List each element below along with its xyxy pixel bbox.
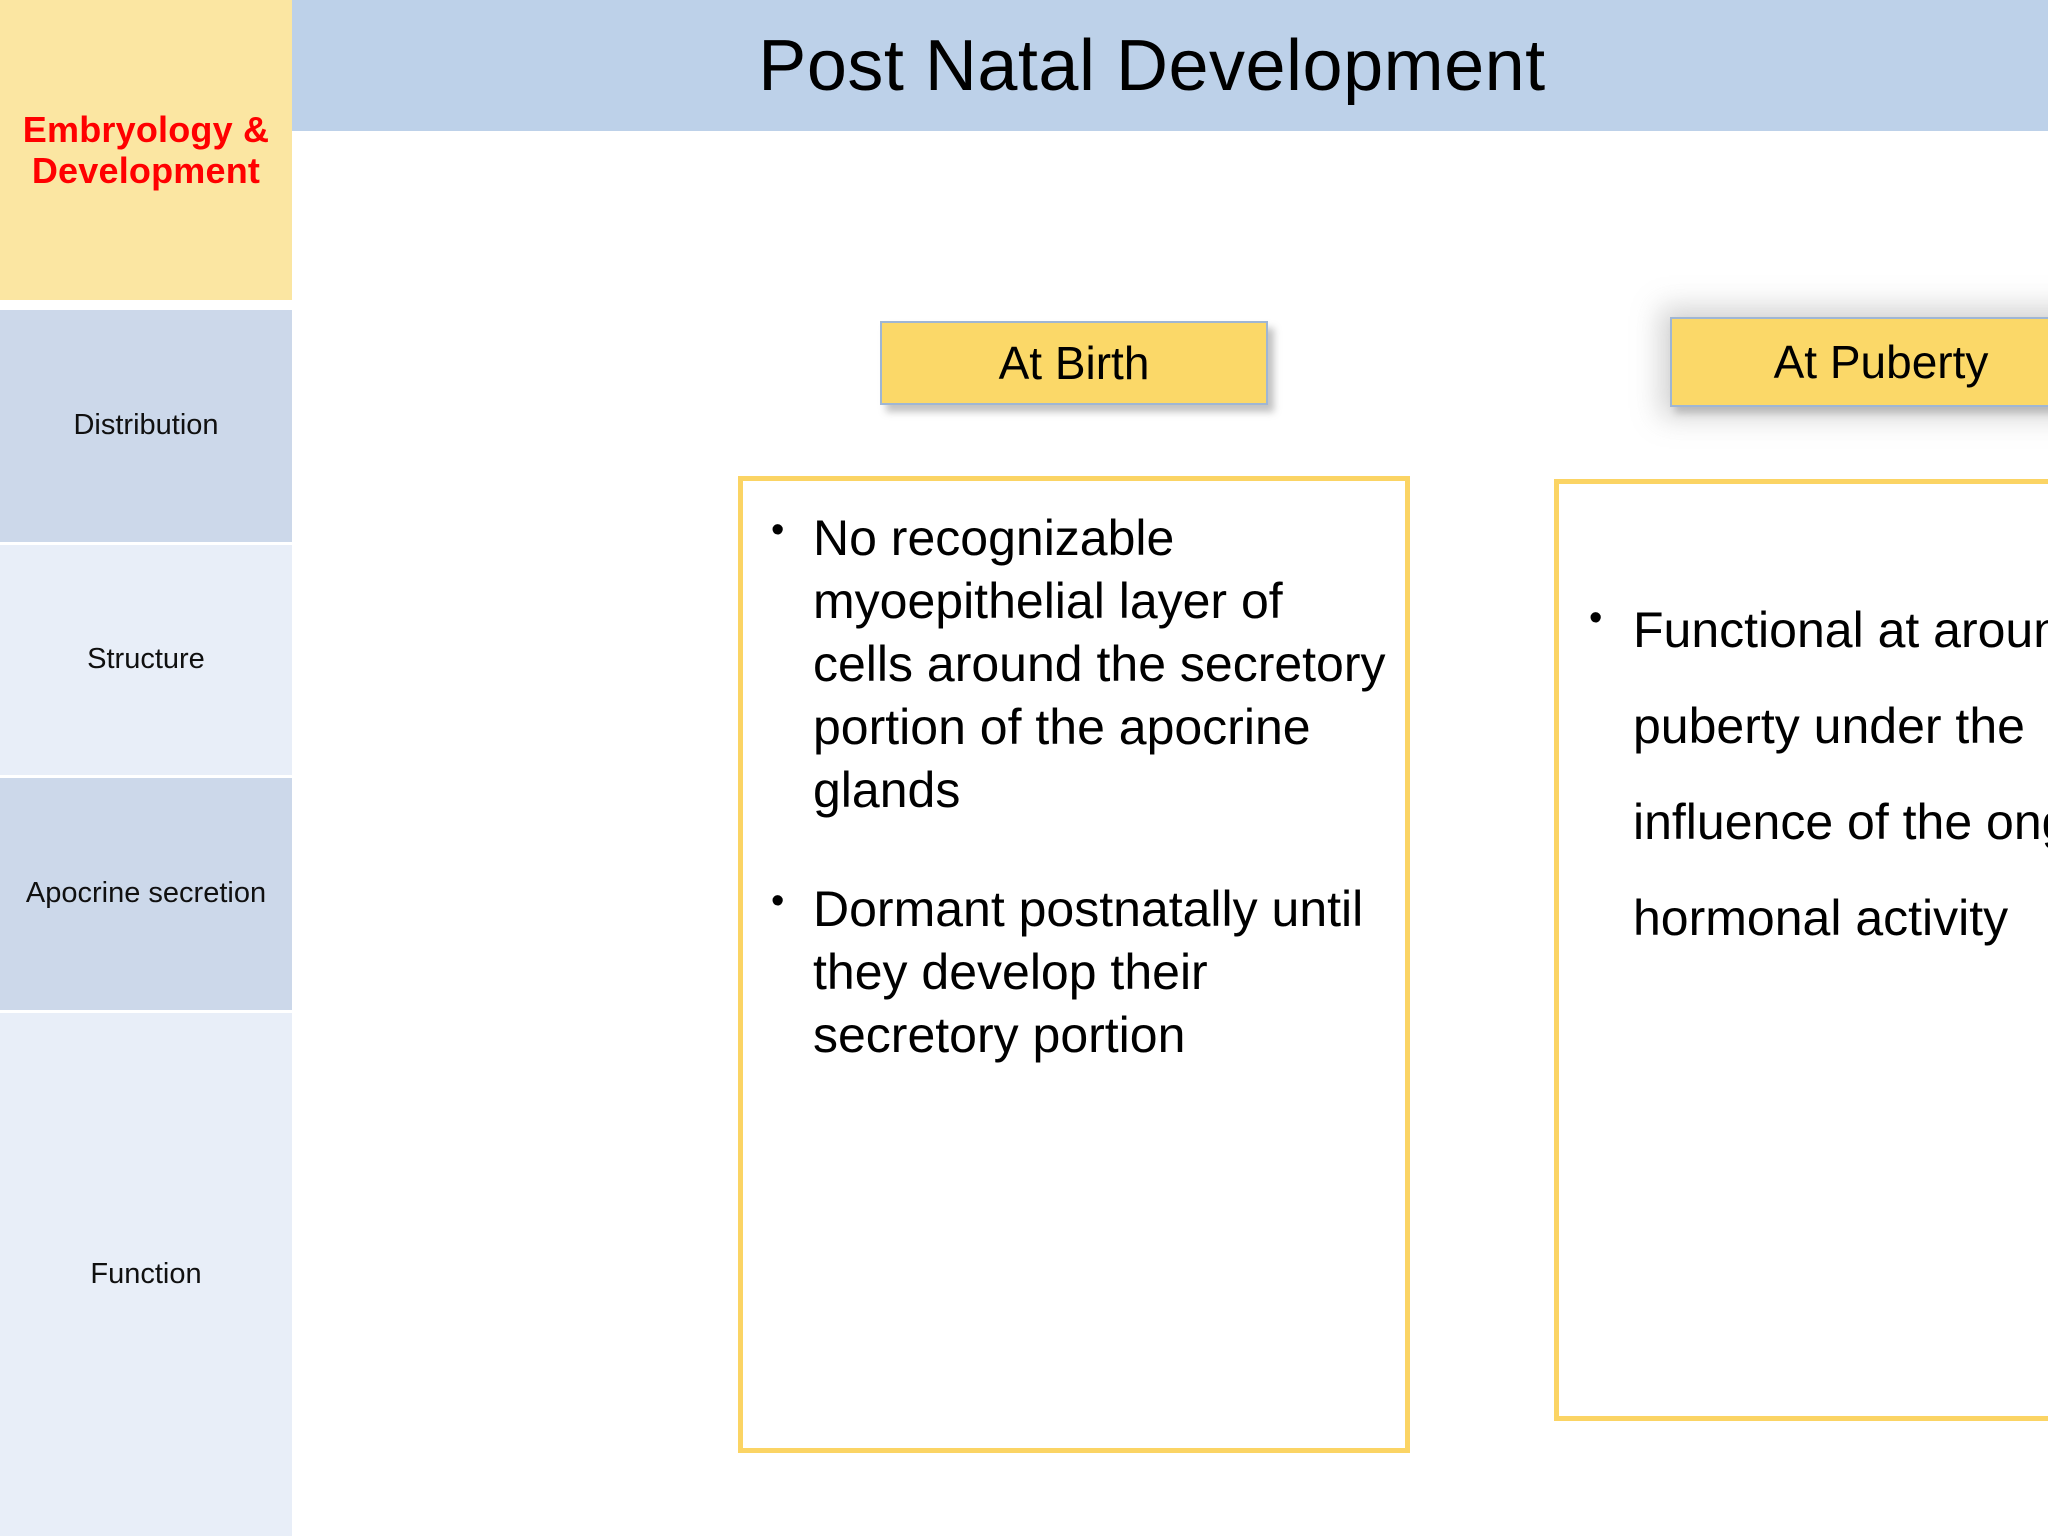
list-item: Dormant postnatally until they develop t… — [753, 878, 1393, 1067]
sidebar-item-structure[interactable]: Structure — [0, 545, 292, 775]
content-box-at-birth: No recognizable myoepithelial layer of c… — [738, 476, 1410, 1453]
section-header-label: At Birth — [998, 337, 1150, 389]
list-item: No recognizable myoepithelial layer of c… — [753, 507, 1393, 822]
content-box-at-puberty: Functional at around puberty under the i… — [1554, 479, 2048, 1421]
sidebar-item-label: Distribution — [73, 409, 219, 442]
bullet-list-at-puberty: Functional at around puberty under the i… — [1567, 582, 2048, 966]
sidebar-item-distribution[interactable]: Distribution — [0, 310, 292, 542]
sidebar-item-label: Embryology & Development — [22, 108, 270, 191]
sidebar-item-embryology-development[interactable]: Embryology & Development — [0, 0, 292, 300]
title-bar: Post Natal Development — [292, 0, 2048, 131]
list-item: Functional at around puberty under the i… — [1567, 582, 2048, 966]
bullet-list-at-birth: No recognizable myoepithelial layer of c… — [753, 507, 1393, 1067]
sidebar: Embryology & Development Distribution St… — [0, 0, 292, 1536]
sidebar-item-function[interactable]: Function — [0, 1013, 292, 1536]
section-header-at-birth[interactable]: At Birth — [880, 321, 1268, 405]
sidebar-item-label: Apocrine secretion — [25, 877, 267, 910]
sidebar-item-label: Function — [90, 1257, 202, 1290]
sidebar-item-apocrine-secretion[interactable]: Apocrine secretion — [0, 778, 292, 1010]
page-title: Post Natal Development — [758, 25, 1546, 106]
section-header-label: At Puberty — [1773, 336, 1989, 388]
slide-content: No recognizable myoepithelial layer of c… — [292, 131, 2048, 1536]
section-header-at-puberty[interactable]: At Puberty — [1670, 317, 2048, 407]
sidebar-item-label: Structure — [87, 643, 205, 676]
